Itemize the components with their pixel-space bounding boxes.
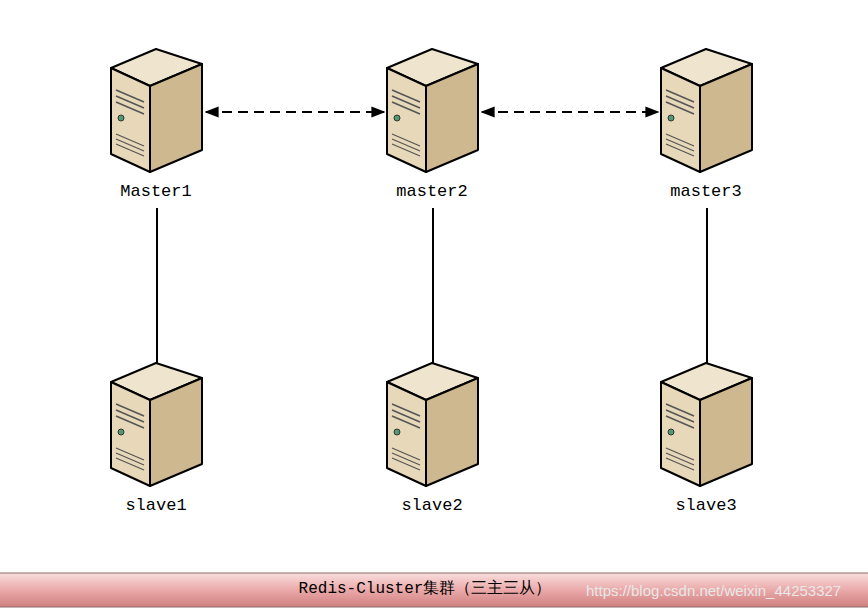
vent-line: [116, 134, 144, 146]
server-icon: [656, 360, 756, 490]
server-icon: [382, 360, 482, 490]
drive-slot: [392, 90, 420, 102]
vent-line: [116, 453, 144, 465]
drive-slot: [666, 96, 694, 108]
server-node: master2: [382, 46, 482, 208]
vent-line: [666, 453, 694, 465]
server-label: master3: [636, 182, 776, 201]
vent-line: [392, 134, 420, 146]
drive-slot: [116, 416, 144, 428]
connector: [706, 208, 708, 364]
vent-line: [116, 144, 144, 156]
vent-line: [666, 458, 694, 470]
vent-line: [666, 144, 694, 156]
vent-line: [392, 448, 420, 460]
server-front: [111, 68, 150, 172]
server-node: slave2: [382, 360, 482, 522]
power-led: [118, 429, 124, 435]
server-label: master2: [362, 182, 502, 201]
server-side: [150, 378, 202, 486]
vent-line: [116, 139, 144, 151]
connector: [432, 208, 434, 364]
server-side: [700, 64, 752, 172]
server-side: [426, 378, 478, 486]
drive-slot: [392, 96, 420, 108]
connector: [156, 208, 158, 364]
drive-slot: [666, 416, 694, 428]
vent-line: [392, 144, 420, 156]
vent-line: [666, 134, 694, 146]
server-front: [661, 68, 700, 172]
drive-slot: [116, 102, 144, 114]
drive-slot: [666, 102, 694, 114]
power-led: [118, 115, 124, 121]
vent-line: [666, 448, 694, 460]
vent-line: [392, 458, 420, 470]
server-front: [387, 68, 426, 172]
server-label: slave3: [636, 496, 776, 515]
drive-slot: [392, 102, 420, 114]
connector: [482, 111, 658, 113]
vent-line: [666, 139, 694, 151]
drive-slot: [666, 90, 694, 102]
caption-text: Redis-Cluster集群（三主三从）: [240, 578, 610, 599]
server-front: [387, 382, 426, 486]
server-label: slave1: [86, 496, 226, 515]
server-label: slave2: [362, 496, 502, 515]
drive-slot: [116, 96, 144, 108]
server-icon: [106, 46, 206, 176]
watermark: https://blog.csdn.net/weixin_44253327: [586, 582, 841, 599]
drive-slot: [666, 404, 694, 416]
server-node: slave1: [106, 360, 206, 522]
server-side: [426, 64, 478, 172]
drive-slot: [116, 410, 144, 422]
drive-slot: [116, 90, 144, 102]
server-icon: [656, 46, 756, 176]
vent-line: [116, 458, 144, 470]
server-node: master3: [656, 46, 756, 208]
server-icon: [382, 46, 482, 176]
server-node: Master1: [106, 46, 206, 208]
vent-line: [392, 453, 420, 465]
drive-slot: [392, 404, 420, 416]
vent-line: [392, 139, 420, 151]
server-side: [150, 64, 202, 172]
power-led: [668, 429, 674, 435]
server-label: Master1: [86, 182, 226, 201]
power-led: [668, 115, 674, 121]
drive-slot: [392, 410, 420, 422]
server-front: [661, 382, 700, 486]
drive-slot: [116, 404, 144, 416]
power-led: [394, 429, 400, 435]
connector: [206, 111, 384, 113]
server-front: [111, 382, 150, 486]
vent-line: [116, 448, 144, 460]
server-side: [700, 378, 752, 486]
drive-slot: [392, 416, 420, 428]
server-node: slave3: [656, 360, 756, 522]
drive-slot: [666, 410, 694, 422]
server-icon: [106, 360, 206, 490]
power-led: [394, 115, 400, 121]
band-rect: [0, 573, 868, 607]
